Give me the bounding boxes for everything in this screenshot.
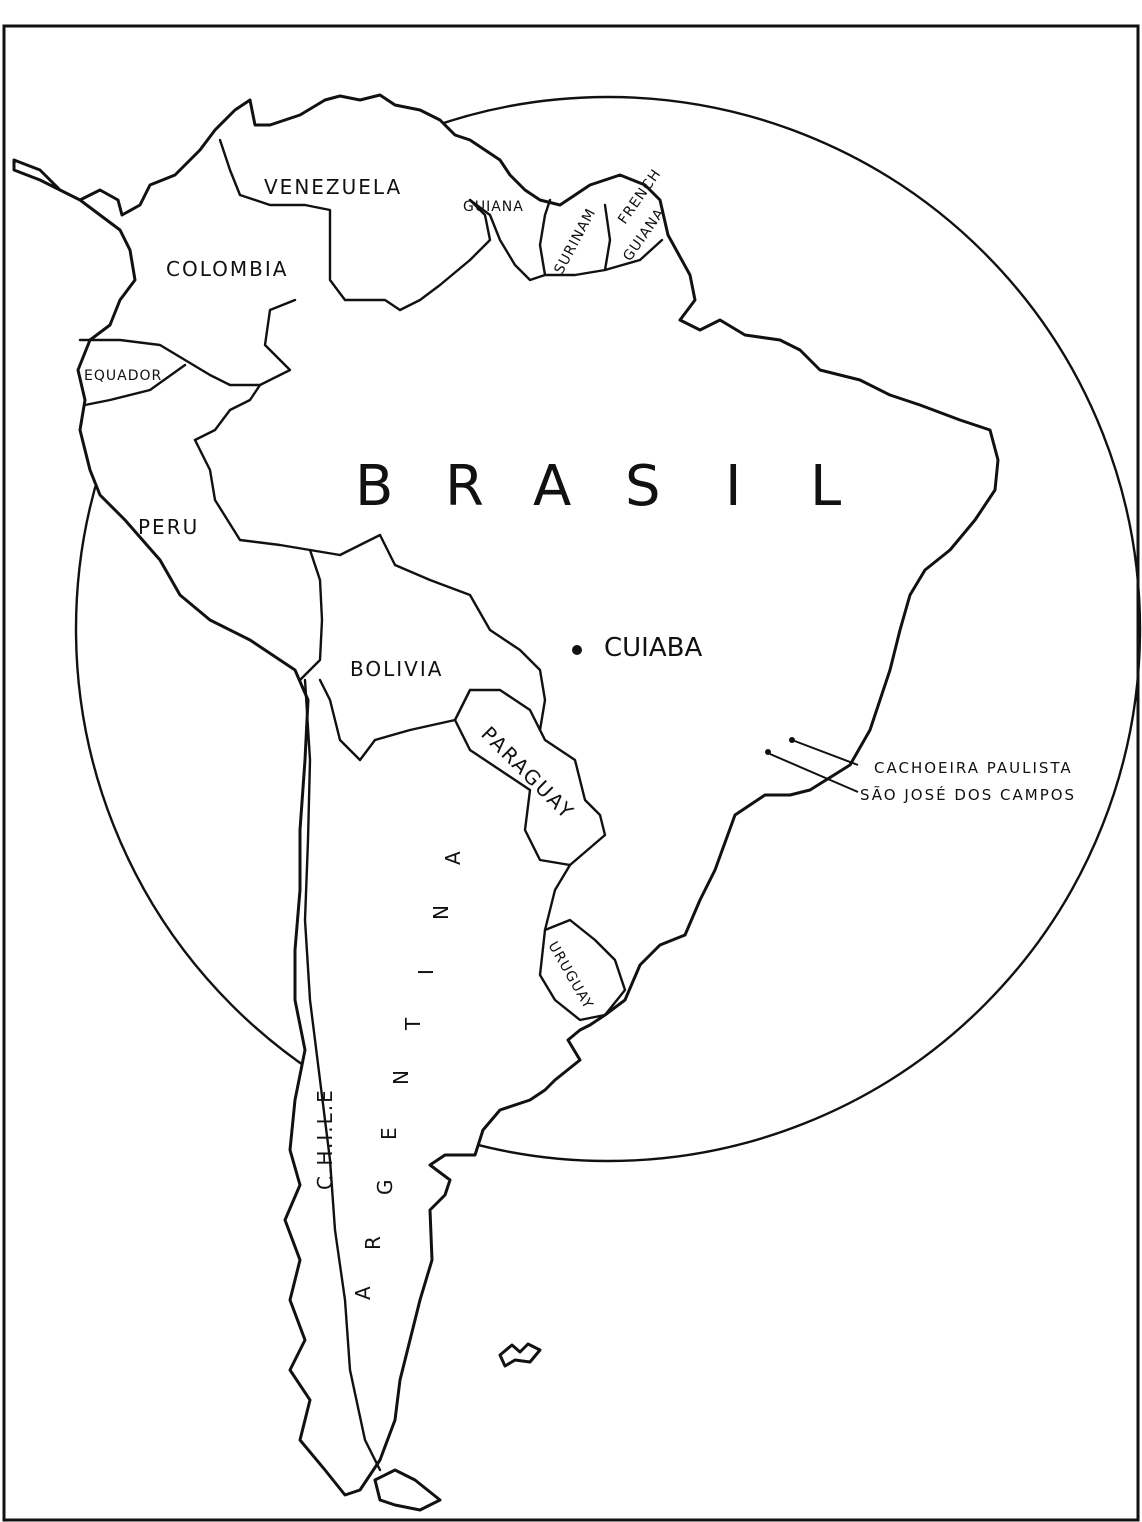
label-brasil-letter: A — [533, 454, 571, 519]
cuiaba-dot — [572, 645, 582, 655]
label-sao-jose-dos-campos: SÃO JOSÉ DOS CAMPOS — [860, 785, 1076, 804]
map-border — [2, 24, 1140, 1522]
label-argentina: A N I T N E G R A — [351, 849, 465, 1300]
sao-jose-dos-campos-marker — [765, 749, 771, 755]
border-argentina-brasil — [543, 863, 572, 932]
label-venezuela: VENEZUELA — [264, 175, 402, 199]
label-peru: PERU — [138, 515, 199, 539]
label-argentina-letter: I — [414, 967, 438, 975]
border-peru-bolivia — [298, 548, 324, 682]
border-uruguay — [538, 918, 627, 1022]
border-french-guiana — [603, 238, 664, 272]
border-equador-peru — [83, 363, 187, 407]
label-brasil: B R A S I L — [355, 454, 841, 519]
border-chile-argentina — [303, 678, 382, 1472]
label-chile: C.H.I.L.E — [313, 1088, 337, 1190]
label-brasil-letter: L — [810, 454, 841, 519]
label-equador: EQUADOR — [84, 368, 162, 384]
label-argentina-letter: A — [351, 1284, 375, 1300]
label-argentina-letter: A — [441, 849, 465, 865]
border-bolivia-south — [318, 678, 472, 762]
label-argentina-letter: E — [377, 1125, 401, 1140]
label-argentina-letter: T — [401, 1016, 425, 1031]
border-paraguay — [453, 688, 607, 867]
coverage-circle — [74, 95, 1142, 1163]
tierra-del-fuego-shape — [373, 1468, 442, 1512]
leader-cachoeira — [791, 739, 859, 766]
border-bolivia-brasil — [338, 533, 547, 732]
label-cuiaba: CUIABA — [604, 633, 702, 663]
label-bolivia: BOLIVIA — [350, 657, 443, 681]
border-colombia-equador — [78, 338, 262, 387]
border-venezuela-brasil — [398, 198, 492, 312]
label-argentina-letter: N — [429, 903, 453, 920]
continent-outline — [12, 93, 1000, 1497]
label-colombia: COLOMBIA — [166, 257, 288, 281]
label-brasil-letter: R — [445, 454, 484, 519]
label-argentina-letter: R — [361, 1234, 385, 1250]
falklands-shape — [498, 1342, 542, 1368]
border-venezuela-colombia — [218, 138, 402, 312]
label-argentina-letter: G — [373, 1178, 397, 1196]
label-brasil-letter: I — [725, 454, 742, 519]
label-guiana: GUIANA — [463, 199, 524, 215]
label-brasil-letter: S — [625, 454, 661, 519]
label-cachoeira-paulista: CACHOEIRA PAULISTA — [874, 759, 1073, 777]
border-guiana — [468, 198, 552, 282]
label-brasil-letter: B — [355, 454, 393, 519]
label-argentina-letter: N — [389, 1068, 413, 1085]
leader-sao-jose — [769, 753, 859, 793]
